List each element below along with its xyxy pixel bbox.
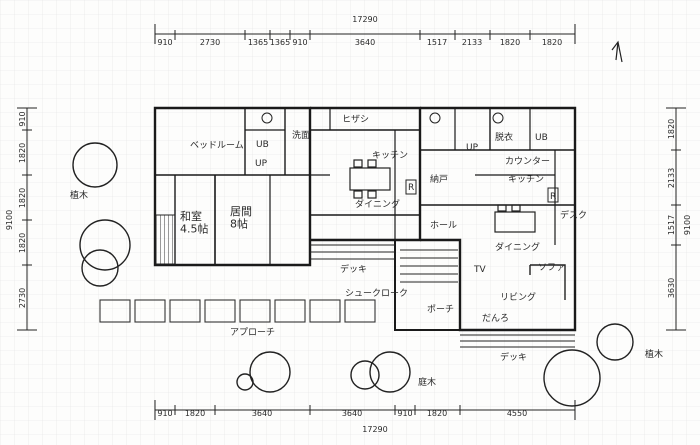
dim-right-3: 1517 xyxy=(667,215,676,235)
dim-right-4: 3630 xyxy=(667,278,676,298)
dim-right-1: 1820 xyxy=(667,119,676,139)
top-dimension xyxy=(154,24,576,44)
label-approach: アプローチ xyxy=(230,327,275,338)
room-deck-left: デッキ xyxy=(340,263,367,275)
right-dimension-labels: 1820 2133 1517 3630 xyxy=(667,119,676,298)
dim-left-5: 2730 xyxy=(18,288,27,308)
room-washroom: 洗面 xyxy=(292,129,310,141)
top-total-dimension: 17290 xyxy=(352,15,377,24)
room-living: リビング xyxy=(500,291,536,303)
dim-left-4: 1820 xyxy=(18,233,27,253)
room-counter: カウンター xyxy=(505,156,550,167)
dim-bottom-1: 910 xyxy=(157,409,172,418)
fridge-r-left: R xyxy=(408,183,414,193)
dim-top-4: 1365 xyxy=(270,38,290,47)
fridge-r-right: R xyxy=(550,192,556,202)
dim-right-2: 2133 xyxy=(667,168,676,188)
dim-left-3: 1820 xyxy=(18,188,27,208)
dim-top-2: 2730 xyxy=(200,38,220,47)
dining-table-right xyxy=(494,204,536,233)
left-dimension xyxy=(17,107,37,331)
toilet-icon-2 xyxy=(429,112,441,124)
dim-top-9: 1820 xyxy=(500,38,520,47)
dim-top-5: 910 xyxy=(292,38,307,47)
room-dining-right: ダイニング xyxy=(495,241,540,253)
room-datsui: 脱衣 xyxy=(495,131,513,143)
toilet-icon xyxy=(261,112,273,124)
room-ub-right: UB xyxy=(535,133,548,143)
dim-top-7: 1517 xyxy=(427,38,447,47)
room-dining-left: ダイニング xyxy=(355,198,400,210)
closet-hatch xyxy=(155,214,176,265)
label-trees-left: 植木 xyxy=(70,189,88,201)
top-dimension-labels: 910 2730 1365 1365 910 3640 1517 2133 18… xyxy=(157,38,562,47)
trees xyxy=(72,142,634,407)
bottom-total-dimension: 17290 xyxy=(362,425,387,434)
room-sofa: ソファ xyxy=(538,263,565,273)
room-storage: 納戸 xyxy=(430,173,448,185)
room-kitchen-left: キッチン xyxy=(372,150,408,161)
stairs xyxy=(400,249,458,283)
room-hall: ホール xyxy=(430,220,457,231)
dim-top-6: 3640 xyxy=(355,38,375,47)
dim-top-3: 1365 xyxy=(248,38,268,47)
dim-bottom-5: 910 xyxy=(397,409,412,418)
label-garden: 庭木 xyxy=(418,376,436,388)
dim-bottom-3: 3640 xyxy=(252,409,272,418)
fridge-icon-2 xyxy=(547,187,559,203)
sink-icon xyxy=(492,112,504,124)
label-trees-right: 植木 xyxy=(645,348,663,360)
dim-bottom-2: 1820 xyxy=(185,409,205,418)
dim-bottom-7: 4550 xyxy=(507,409,527,418)
dim-left-1: 910 xyxy=(18,111,27,126)
room-tv: TV xyxy=(473,265,486,275)
room-danro: だんろ xyxy=(482,313,509,324)
room-shoe-cloak: シュークローク xyxy=(345,288,408,299)
north-arrow-icon xyxy=(611,40,623,63)
dim-bottom-6: 1820 xyxy=(427,409,447,418)
right-total-dimension: 9100 xyxy=(683,215,692,235)
room-ub-left: UB xyxy=(256,140,269,150)
dim-left-2: 1820 xyxy=(18,143,27,163)
left-dimension-labels: 910 1820 1820 1820 2730 xyxy=(18,111,27,308)
fridge-icon xyxy=(405,179,417,195)
room-deck-right: デッキ xyxy=(500,351,527,363)
right-dimension xyxy=(666,107,686,331)
room-closet: ヒザシ xyxy=(342,114,369,125)
dim-top-1: 910 xyxy=(157,38,172,47)
dining-table-left xyxy=(349,159,391,199)
bottom-dimension xyxy=(154,400,576,420)
left-total-dimension: 9100 xyxy=(5,210,14,230)
approach-stones xyxy=(99,299,376,323)
bottom-dimension-labels: 910 1820 3640 3640 910 1820 4550 xyxy=(157,409,527,418)
deck-lines xyxy=(310,244,575,348)
room-desk: デスク xyxy=(560,209,587,221)
room-kitchen-right: キッチン xyxy=(508,174,544,185)
dim-top-10: 1820 xyxy=(542,38,562,47)
stairs-up-left: UP xyxy=(255,159,268,169)
dim-top-8: 2133 xyxy=(462,38,482,47)
room-bedroom: ベッドルーム xyxy=(190,140,244,151)
sofa-icon xyxy=(529,264,566,300)
stairs-up-right: UP xyxy=(466,143,479,153)
room-porch: ポーチ xyxy=(427,304,454,315)
dim-bottom-4: 3640 xyxy=(342,409,362,418)
